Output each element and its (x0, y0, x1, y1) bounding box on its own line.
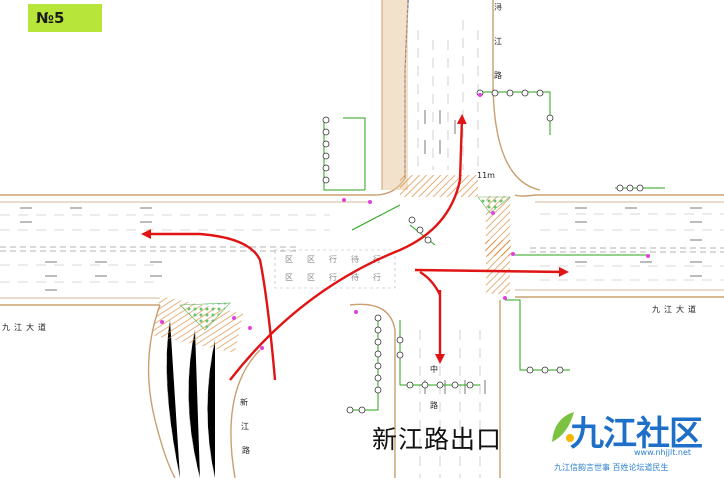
road-label-char: 新 (240, 397, 248, 407)
road-label-char: 路 (494, 70, 502, 80)
road-label-char: 路 (242, 445, 250, 455)
road-label-char: 九 (2, 323, 10, 332)
road-label-char: 浔 (494, 2, 502, 12)
southwest-road (147, 296, 261, 479)
road-label-char: 路 (430, 400, 438, 410)
traffic-flow-arrows (141, 114, 569, 381)
logo-slogan: 九江信韵言世事 百姓论坛道民生 (554, 463, 669, 472)
west-road-label: 九江大道 (2, 322, 46, 332)
road-label-char: 江 (241, 422, 249, 431)
waiting-zone-char: 区 (285, 255, 293, 264)
median-island (477, 196, 511, 294)
waiting-zone-char: 区 (307, 273, 315, 282)
southwest-road-label: 新江路 (240, 397, 250, 455)
south-road (349, 300, 501, 478)
diagram-number-badge: №5 (28, 4, 102, 32)
logo-title: 九江社区 (570, 414, 703, 454)
road-label-char: 九 (652, 305, 660, 314)
road-label-char: 江 (494, 37, 502, 46)
road-labels: 浔江路 中路 九江大道 九江大道 新江路 11m (2, 2, 696, 455)
south-road-label: 中路 (430, 364, 438, 410)
waiting-zone-char: 待 (351, 254, 359, 264)
waiting-zone-text: 区区行待行区区行待行 (285, 254, 381, 282)
diagram-caption: 新江路出口 (372, 425, 503, 454)
waiting-zone-char: 行 (329, 272, 337, 282)
lane-arrows (20, 110, 702, 394)
road-label-char: 道 (38, 322, 46, 332)
waiting-zone-char: 行 (329, 254, 337, 264)
site-logo: 九江社区 www.nhjjlt.net 九江信韵言世事 百姓论坛道民生 (548, 404, 724, 478)
logo-leaf-icon (552, 412, 574, 442)
north-road-label: 浔江路 (494, 2, 502, 80)
road-label-char: 江 (664, 305, 672, 314)
road-label-char: 大 (676, 304, 684, 314)
detector-points (160, 93, 650, 350)
main-road (0, 0, 724, 306)
logo-url: www.nhjjlt.net (634, 448, 692, 457)
road-label-char: 中 (430, 364, 438, 374)
median-width-label: 11m (477, 171, 495, 180)
north-road (381, 0, 541, 197)
road-label-char: 大 (26, 322, 34, 332)
road-label-char: 道 (688, 304, 696, 314)
road-label-char: 江 (14, 323, 22, 332)
waiting-zone-char: 待 (351, 272, 359, 282)
signal-heads (322, 89, 644, 414)
waiting-zone-char: 区 (285, 273, 293, 282)
waiting-zone-char: 行 (373, 272, 381, 282)
east-road-label: 九江大道 (652, 304, 696, 314)
waiting-zone-char: 区 (307, 255, 315, 264)
